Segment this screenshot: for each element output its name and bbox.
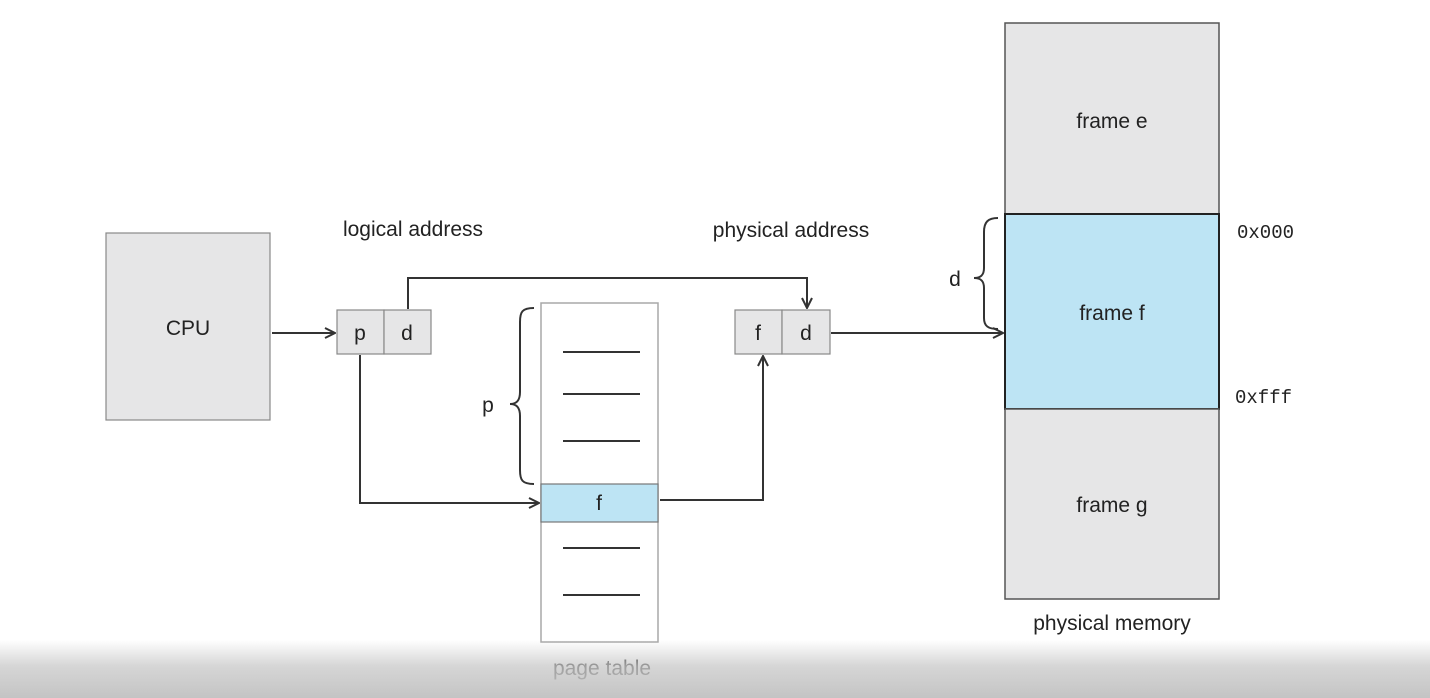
logical-p-label: p bbox=[354, 322, 366, 345]
page-index-brace bbox=[509, 307, 535, 485]
frame-f-label: frame f bbox=[1079, 302, 1145, 325]
page-lookup-arrow bbox=[359, 355, 539, 503]
logical-d-label: d bbox=[401, 322, 413, 345]
page-table-entry-f-label: f bbox=[596, 492, 602, 515]
cpu-label: CPU bbox=[166, 317, 210, 340]
page-index-brace-label: p bbox=[482, 394, 494, 417]
page-table: f bbox=[540, 302, 659, 643]
physical-f-label: f bbox=[755, 322, 761, 345]
physical-address-box: f d bbox=[734, 309, 831, 355]
frame-g-label: frame g bbox=[1076, 494, 1147, 517]
logical-address-box: p d bbox=[336, 309, 432, 355]
offset-copy-arrow bbox=[407, 277, 807, 309]
frame-e bbox=[1004, 22, 1220, 215]
frame-e-label: frame e bbox=[1076, 110, 1147, 133]
frame-start-address: 0x000 bbox=[1237, 222, 1294, 244]
logical-d-cell bbox=[383, 309, 432, 355]
cpu-box: CPU bbox=[105, 232, 271, 421]
physical-memory: frame e frame f frame g bbox=[1004, 22, 1220, 600]
page-table-label: page table bbox=[553, 657, 651, 680]
physical-d-label: d bbox=[800, 322, 812, 345]
offset-brace-label: d bbox=[949, 268, 961, 291]
page-table-entry-f bbox=[540, 483, 659, 523]
logical-address-label: logical address bbox=[343, 218, 483, 241]
logical-p-cell bbox=[336, 309, 385, 355]
frame-number-arrow bbox=[660, 356, 763, 501]
physical-d-cell bbox=[781, 309, 831, 355]
offset-brace bbox=[973, 217, 999, 330]
frame-end-address: 0xfff bbox=[1235, 387, 1292, 409]
physical-address-label: physical address bbox=[713, 219, 869, 242]
frame-g bbox=[1004, 408, 1220, 600]
physical-memory-label: physical memory bbox=[1033, 612, 1191, 635]
frame-f bbox=[1004, 213, 1220, 410]
